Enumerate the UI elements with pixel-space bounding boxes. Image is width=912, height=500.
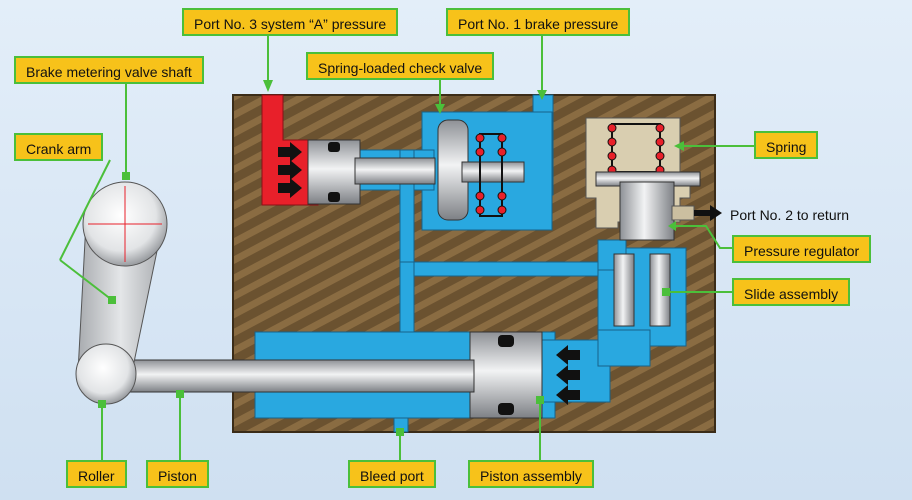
piston-seal-bottom bbox=[498, 403, 514, 415]
label-spring: Spring bbox=[754, 131, 819, 159]
label-brake-metering-valve-shaft: Brake metering valve shaft bbox=[14, 56, 204, 84]
pressure-arrows-piston bbox=[556, 345, 580, 405]
leader-lines bbox=[59, 34, 754, 460]
return-arrow bbox=[694, 205, 722, 221]
slide-left bbox=[613, 253, 635, 327]
check-valve-spring bbox=[475, 133, 507, 217]
check-valve-stem bbox=[461, 161, 525, 183]
label-slide-assembly: Slide assembly bbox=[732, 278, 851, 306]
metering-shaft bbox=[354, 157, 436, 185]
spool-seal-top bbox=[328, 142, 340, 152]
label-port1-brake-pressure: Port No. 1 brake pressure bbox=[446, 8, 631, 36]
label-bleed-port: Bleed port bbox=[348, 460, 436, 488]
leader-arrowheads bbox=[98, 80, 684, 436]
label-piston: Piston bbox=[146, 460, 209, 488]
roller bbox=[75, 343, 137, 405]
pressure-arrows-red bbox=[278, 142, 302, 198]
return-port-passage bbox=[671, 205, 695, 221]
label-crank-arm: Crank arm bbox=[14, 133, 104, 161]
label-port3-system-a-pressure: Port No. 3 system “A” pressure bbox=[182, 8, 399, 36]
spool-seal-bottom bbox=[328, 192, 340, 202]
label-roller: Roller bbox=[66, 460, 127, 488]
piston-seal-top bbox=[498, 335, 514, 347]
label-piston-assembly: Piston assembly bbox=[468, 460, 594, 488]
label-spring-loaded-check-valve: Spring-loaded check valve bbox=[306, 52, 495, 80]
piston-rod bbox=[127, 359, 475, 393]
label-port2-to-return: Port No. 2 to return bbox=[730, 207, 850, 223]
pressure-regulator-body bbox=[619, 181, 675, 241]
label-pressure-regulator: Pressure regulator bbox=[732, 235, 872, 263]
